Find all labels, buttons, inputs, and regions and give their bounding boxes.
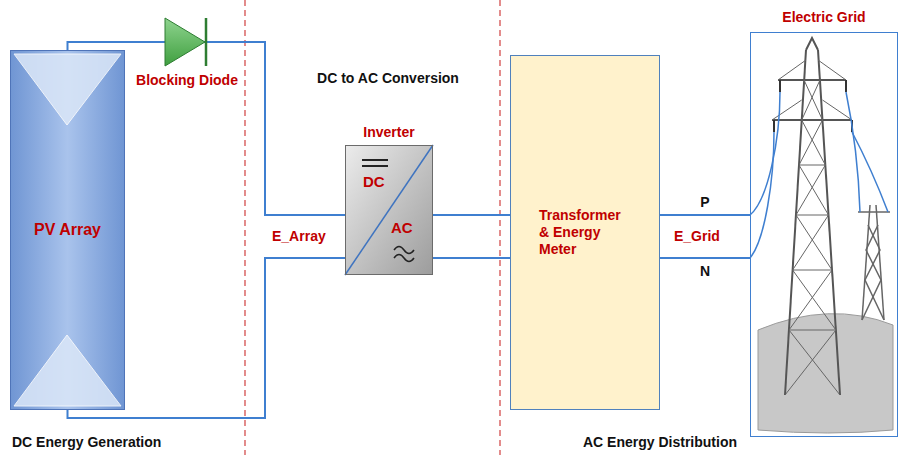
wire [68,258,346,418]
panel-triangle [14,335,121,406]
node-text: AC [391,219,413,237]
power-line [750,92,888,258]
pv-panel-fill [10,50,125,410]
divider-line [499,0,500,455]
wire [68,42,346,215]
node-title: Electric Grid [751,9,897,26]
signal-label: E_Array [272,228,326,245]
insulator [774,80,852,132]
wire-label: N [700,263,710,280]
small-pylon [858,205,890,320]
pylon-bracing [772,60,852,395]
wire [660,214,750,216]
pv-array-box: PV Array [10,50,125,410]
ac-symbol [394,247,414,254]
node-title: Inverter [346,124,432,141]
node-title: Transformer & Energy Meter [539,207,631,257]
node-text: DC [363,173,385,191]
divider-line [244,0,245,455]
ac-symbol [394,255,414,262]
inverter-fill [345,145,433,275]
region-label: DC Energy Generation [12,434,161,451]
transformer-box: Transformer & Energy Meter [510,55,660,410]
part-label: Blocking Diode [136,72,238,89]
wire-label: P [700,194,709,211]
wire [433,257,510,259]
diode-bar [205,18,208,66]
inverter-diagonal [345,145,433,275]
dc-symbol [362,159,388,161]
pylon [772,38,852,395]
wire [433,214,510,216]
region-label: DC to AC Conversion [317,70,459,87]
ground [758,314,893,433]
signal-label: E_Grid [674,228,720,245]
inverter-box: InverterDCAC [345,145,433,275]
region-label: AC Energy Distribution [583,434,737,451]
diode-symbol [165,18,205,66]
wire [660,257,750,259]
dc-symbol [362,165,388,167]
node-title: PV Array [34,220,101,239]
transformer-fill [510,55,660,410]
grid-box: Electric Grid [750,32,898,437]
panel-triangle [14,54,121,125]
